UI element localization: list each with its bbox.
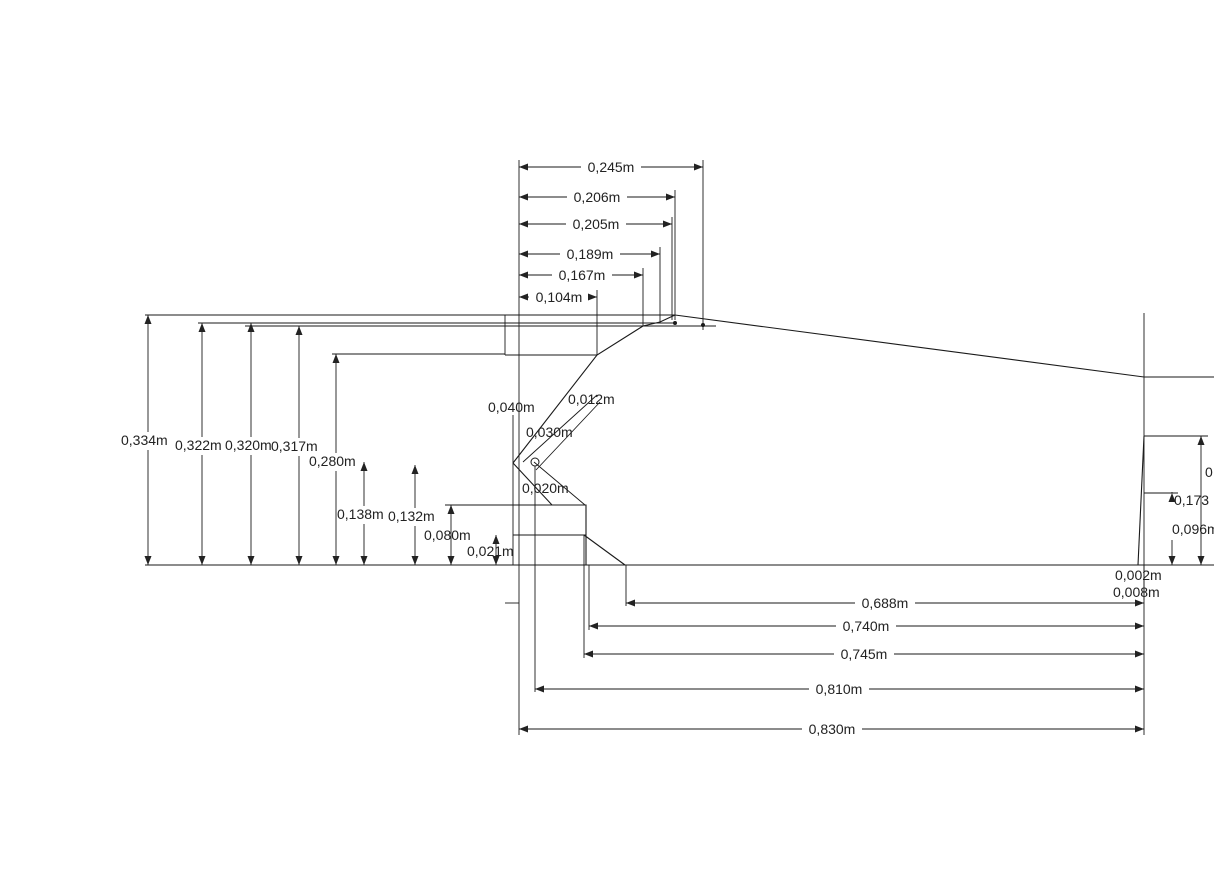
- dimension-arrowhead: [694, 163, 703, 171]
- dimension-arrowhead: [1135, 599, 1144, 607]
- dimension-arrowhead: [519, 250, 528, 258]
- dim-label-small-3: 0,020m: [522, 480, 569, 496]
- dimension-arrowhead: [519, 271, 528, 279]
- dimension-arrowhead: [1168, 493, 1176, 502]
- dimension-arrowhead: [519, 725, 528, 733]
- dim-label-left-5: 0,138m: [337, 506, 384, 522]
- dimension-arrowhead: [447, 505, 455, 514]
- dimension-lines: [144, 163, 1205, 733]
- dim-label-top-4: 0,167m: [559, 267, 606, 283]
- dimension-arrowhead: [198, 556, 206, 565]
- dimension-arrowhead: [584, 650, 593, 658]
- dimension-arrowhead: [492, 556, 500, 565]
- dim-label-left-4: 0,280m: [309, 453, 356, 469]
- dimension-arrowhead: [519, 293, 528, 301]
- dim-label-right-2: 0: [1205, 464, 1213, 480]
- dimension-arrowhead: [1168, 556, 1176, 565]
- dimension-arrowhead: [360, 556, 368, 565]
- dimension-arrowhead: [634, 271, 643, 279]
- dimension-arrowhead: [519, 193, 528, 201]
- dimension-arrowhead: [144, 556, 152, 565]
- dimension-arrowhead: [1135, 725, 1144, 733]
- dimension-arrowhead: [651, 250, 660, 258]
- dim-label-left-8: 0,021m: [467, 543, 514, 559]
- dim-label-top-2: 0,205m: [573, 216, 620, 232]
- dim-label-left-0: 0,334m: [121, 432, 168, 448]
- dim-label-small-5: 0,008m: [1113, 584, 1160, 600]
- dimension-arrowhead: [666, 193, 675, 201]
- dimension-arrowhead: [519, 163, 528, 171]
- dimension-arrowhead: [1135, 622, 1144, 630]
- extension-lines: [534, 160, 1145, 735]
- dimension-arrowhead: [144, 315, 152, 324]
- dimension-arrowhead: [360, 462, 368, 471]
- dim-label-bottom-1: 0,740m: [843, 618, 890, 634]
- dimension-arrowhead: [588, 293, 597, 301]
- dim-label-top-3: 0,189m: [567, 246, 614, 262]
- dimension-arrowhead: [247, 323, 255, 332]
- dimension-arrowhead: [411, 556, 419, 565]
- dim-label-bottom-3: 0,810m: [816, 681, 863, 697]
- dimension-arrowhead: [1197, 436, 1205, 445]
- dimension-arrowhead: [1197, 556, 1205, 565]
- dimension-arrowhead: [663, 220, 672, 228]
- dim-label-small-1: 0,012m: [568, 391, 615, 407]
- dim-label-left-2: 0,320m: [225, 437, 272, 453]
- dim-label-left-6: 0,132m: [388, 508, 435, 524]
- dimension-arrowhead: [492, 535, 500, 544]
- dimension-arrowhead: [332, 354, 340, 363]
- dimension-arrowhead: [1135, 650, 1144, 658]
- dim-label-bottom-2: 0,745m: [841, 646, 888, 662]
- dimension-arrowhead: [198, 323, 206, 332]
- dim-label-small-0: 0,040m: [488, 399, 535, 415]
- dim-label-top-1: 0,206m: [574, 189, 621, 205]
- dimension-arrowhead: [535, 685, 544, 693]
- dim-label-small-4: 0,002m: [1115, 567, 1162, 583]
- dim-label-top-5: 0,104m: [536, 289, 583, 305]
- dimension-labels: 0,245m 0,206m 0,205m 0,189m 0,167m 0,104…: [121, 159, 1214, 737]
- dimension-arrowhead: [247, 556, 255, 565]
- dimension-arrowhead: [1135, 685, 1144, 693]
- dim-label-top-0: 0,245m: [588, 159, 635, 175]
- dim-label-right-0: 0,173: [1174, 492, 1209, 508]
- dim-label-bottom-4: 0,830m: [809, 721, 856, 737]
- dimension-arrowhead: [447, 556, 455, 565]
- dimension-arrowhead: [295, 556, 303, 565]
- dimension-arrowhead: [626, 599, 635, 607]
- dim-label-left-1: 0,322m: [175, 437, 222, 453]
- dimension-arrowhead: [519, 220, 528, 228]
- dimension-arrowhead: [332, 556, 340, 565]
- dim-label-left-3: 0,317m: [271, 438, 318, 454]
- dimension-arrowhead: [411, 465, 419, 474]
- dim-label-bottom-0: 0,688m: [862, 595, 909, 611]
- dimension-arrowhead: [589, 622, 598, 630]
- dim-label-right-1: 0,096m: [1172, 521, 1214, 537]
- dim-label-left-7: 0,080m: [424, 527, 471, 543]
- dimension-arrowhead: [295, 326, 303, 335]
- dim-label-small-2: 0,030m: [526, 424, 573, 440]
